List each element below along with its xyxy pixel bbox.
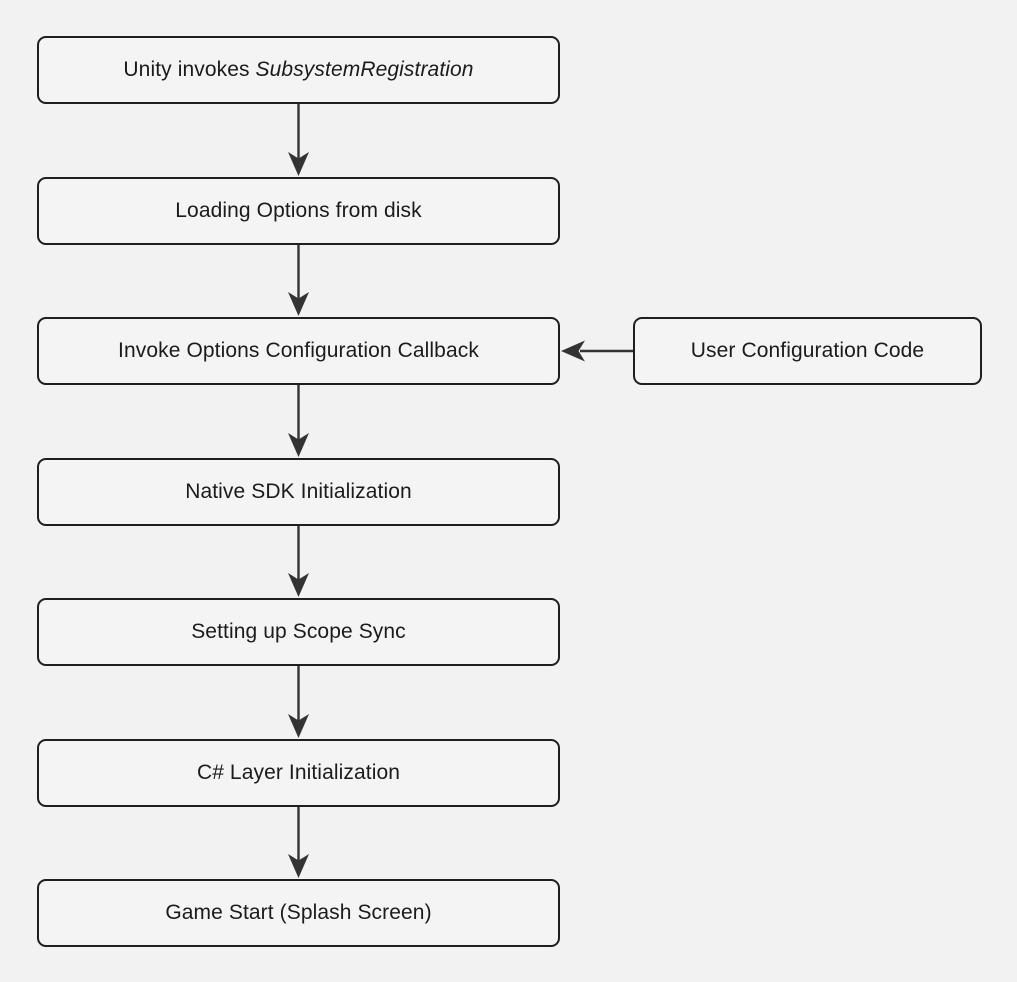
node-label: Loading Options from disk [175, 199, 422, 223]
arrowhead-down-icon [288, 152, 309, 176]
node-user-configuration-code[interactable]: User Configuration Code [633, 317, 982, 385]
edge-n3-n4 [288, 385, 309, 457]
node-native-sdk-initialization[interactable]: Native SDK Initialization [37, 458, 560, 526]
node-setting-up-scope-sync[interactable]: Setting up Scope Sync [37, 598, 560, 666]
node-label: User Configuration Code [690, 339, 925, 363]
node-label: Invoke Options Configuration Callback [118, 339, 479, 363]
node-label-emphasis: SubsystemRegistration [255, 58, 474, 82]
edge-n1-n2 [288, 104, 309, 176]
edge-n8-n3 [561, 340, 633, 362]
arrowhead-down-icon [288, 854, 309, 878]
arrowhead-left-icon [561, 340, 585, 362]
edge-n5-n6 [288, 666, 309, 738]
arrowhead-down-icon [288, 714, 309, 738]
edge-n2-n3 [288, 245, 309, 316]
node-label: Native SDK Initialization [185, 480, 412, 504]
node-loading-options-from-disk[interactable]: Loading Options from disk [37, 177, 560, 245]
node-invoke-options-configuration-callback[interactable]: Invoke Options Configuration Callback [37, 317, 560, 385]
node-label: C# Layer Initialization [196, 761, 401, 785]
arrowhead-down-icon [288, 292, 309, 316]
arrowhead-down-icon [288, 573, 309, 597]
node-label: Game Start (Splash Screen) [165, 901, 432, 925]
arrowhead-down-icon [288, 433, 309, 457]
edge-n4-n5 [288, 526, 309, 597]
node-game-start-splash-screen[interactable]: Game Start (Splash Screen) [37, 879, 560, 947]
node-unity-invokes-subsystemregistration[interactable]: Unity invokes SubsystemRegistration [37, 36, 560, 104]
node-csharp-layer-initialization[interactable]: C# Layer Initialization [37, 739, 560, 807]
node-label: Unity invokes SubsystemRegistration [123, 57, 473, 82]
edge-n6-n7 [288, 807, 309, 878]
node-label-plain: Unity invokes [123, 58, 256, 82]
node-label: Setting up Scope Sync [191, 620, 406, 644]
